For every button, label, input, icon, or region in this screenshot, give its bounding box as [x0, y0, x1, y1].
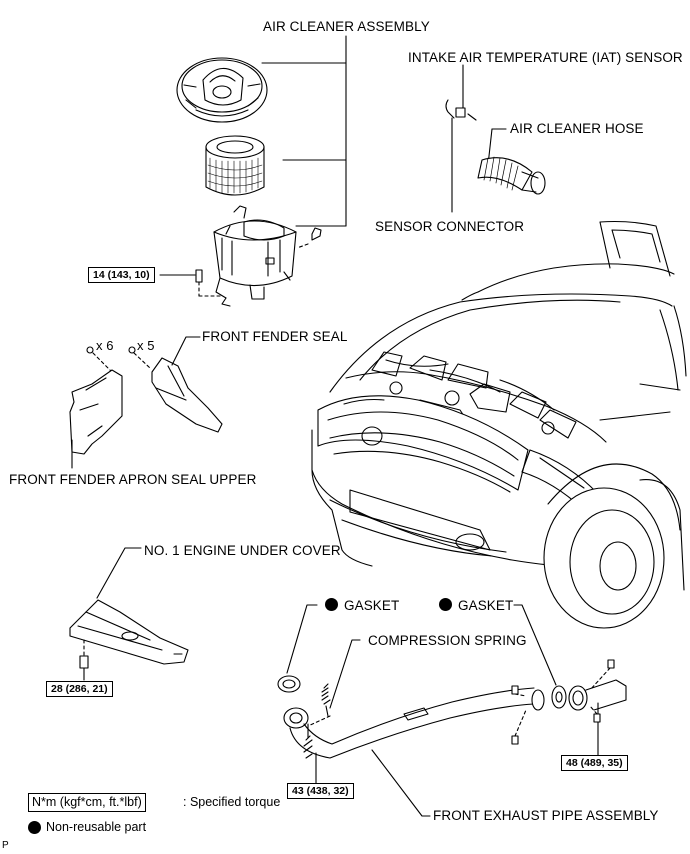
label-engine-under-cover: NO. 1 ENGINE UNDER COVER — [144, 543, 341, 558]
non-reusable-marker-gasket-right — [439, 598, 452, 611]
tail-pipe-flange-part — [568, 659, 627, 723]
non-reusable-marker-gasket-left — [325, 598, 338, 611]
label-front-exhaust-pipe: FRONT EXHAUST PIPE ASSEMBLY — [433, 808, 659, 823]
label-air-cleaner-assembly: AIR CLEANER ASSEMBLY — [263, 19, 430, 34]
front-fender-apron-seal-part — [69, 369, 123, 469]
label-sensor-connector: SENSOR CONNECTOR — [375, 219, 525, 234]
gasket-left-part — [277, 675, 301, 693]
label-gasket-left: GASKET — [344, 598, 400, 613]
legend-torque-desc: : Specified torque — [183, 795, 281, 809]
fender-clips — [86, 346, 151, 373]
legend-non-reusable: Non-reusable part — [46, 820, 147, 834]
label-front-fender-apron-seal-upper: FRONT FENDER APRON SEAL UPPER — [9, 472, 257, 487]
legend-torque-unit: N*m (kgf*cm, ft.*lbf) — [28, 793, 146, 812]
label-compression-spring: COMPRESSION SPRING — [368, 633, 527, 648]
count-apron-clips: x 6 — [96, 338, 114, 353]
exhaust-leader-lines — [286, 604, 599, 817]
label-air-cleaner-hose: AIR CLEANER HOSE — [510, 121, 644, 136]
torque-box-exhaust-rear: 48 (489, 35) — [561, 755, 628, 771]
iat-sensor-part — [445, 64, 477, 213]
gasket-right-part — [551, 685, 567, 709]
label-iat-sensor: INTAKE AIR TEMPERATURE (IAT) SENSOR — [408, 50, 683, 65]
air-cleaner-hose-part — [477, 128, 546, 195]
front-fender-seal-part — [151, 336, 223, 433]
exhaust-pipe-part — [283, 685, 545, 759]
compression-spring-part — [303, 683, 331, 759]
vehicle-front-drawing — [311, 220, 687, 629]
torque-box-air-cleaner: 14 (143, 10) — [88, 267, 155, 283]
label-gasket-right: GASKET — [458, 598, 514, 613]
corner-code: P — [2, 840, 9, 851]
air-cleaner-cap-part — [176, 57, 268, 123]
engine-under-cover-part — [69, 547, 189, 681]
air-cleaner-case-part — [213, 205, 297, 307]
torque-box-exhaust-front: 43 (438, 32) — [287, 783, 354, 799]
label-front-fender-seal: FRONT FENDER SEAL — [202, 329, 348, 344]
air-cleaner-bolts — [159, 227, 322, 297]
air-cleaner-leader — [261, 35, 347, 227]
torque-box-under-cover: 28 (286, 21) — [46, 681, 113, 697]
legend-non-reusable-dot — [28, 821, 41, 834]
count-fender-clips: x 5 — [137, 338, 155, 353]
air-filter-element-part — [205, 135, 265, 196]
